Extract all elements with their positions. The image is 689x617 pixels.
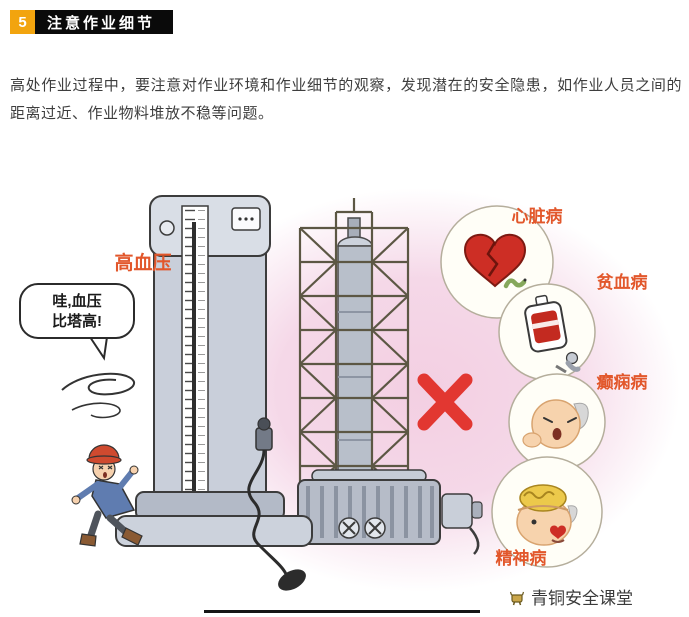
footer-brand-text: 青铜安全课堂 xyxy=(531,589,633,608)
dizzy-worker xyxy=(71,444,143,547)
pump-assembly xyxy=(247,417,306,591)
meter-label: 高血压 xyxy=(114,251,171,274)
heart-disease-label: 心脏病 xyxy=(512,206,563,226)
disease-circle-epilepsy xyxy=(508,373,606,471)
hose xyxy=(247,449,288,575)
scaffold-column xyxy=(337,217,373,493)
epilepsy-label: 癫痫病 xyxy=(597,372,648,392)
body-paragraph: 高处作业过程中，要注意对作业环境和作业细节的观察，发现潜在的安全隐患，如作业人员… xyxy=(10,77,682,122)
dizzy-swirl-icon xyxy=(61,372,135,419)
pump-bulb xyxy=(278,569,306,591)
speech-line-1: 哇,血压 xyxy=(52,292,101,310)
footer-divider xyxy=(204,610,480,613)
disease-circle-anemia xyxy=(498,283,596,381)
section-title: 注意作业细节 xyxy=(35,10,174,34)
speech-bubble: 哇,血压 比塔高! xyxy=(19,283,135,361)
safety-cartoon-illustration: 高血压 xyxy=(0,172,689,592)
anemia-label: 贫血病 xyxy=(596,272,648,292)
blood-pressure-meter xyxy=(115,195,313,547)
red-cross-icon xyxy=(417,373,473,431)
mental-illness-label: 精神病 xyxy=(496,548,547,568)
section-number-badge: 5 xyxy=(10,10,35,34)
exposed-brain-icon xyxy=(519,484,567,512)
bronze-cauldron-icon xyxy=(508,588,526,606)
section-header: 5 注意作业细节 xyxy=(10,10,174,34)
epilepsy-face-icon xyxy=(531,399,581,449)
hard-hat-icon xyxy=(88,444,120,460)
disease-circle-mental xyxy=(491,456,603,568)
blood-bag-icon xyxy=(524,294,568,353)
machinery-base xyxy=(297,469,483,555)
footer-brand: 青铜安全课堂 xyxy=(508,584,633,609)
speech-line-2: 比塔高! xyxy=(52,312,102,330)
worm-icon xyxy=(503,278,527,289)
